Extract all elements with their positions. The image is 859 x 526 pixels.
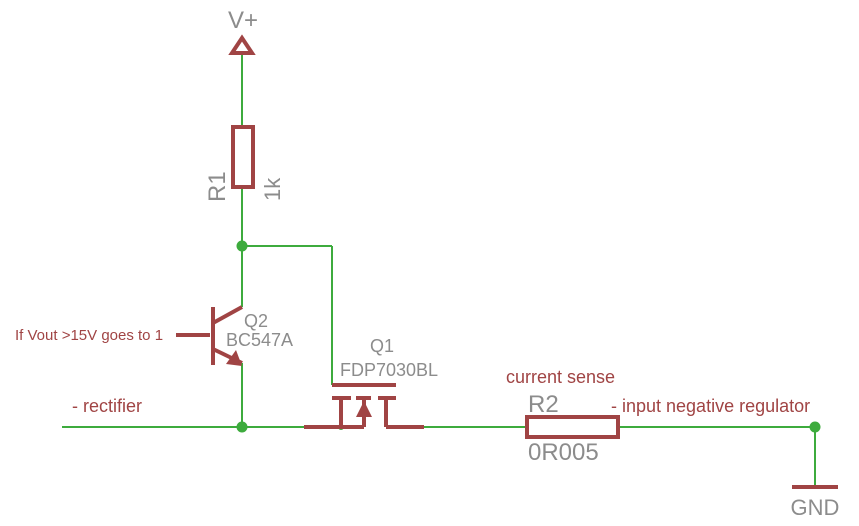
junction-dot xyxy=(236,240,248,252)
r2-note: current sense xyxy=(506,367,615,387)
q2-collector-leg xyxy=(212,305,243,325)
r2-body xyxy=(525,415,620,439)
r2-value: 0R005 xyxy=(528,439,599,466)
r1-name: R1 xyxy=(204,171,231,202)
ground-label: GND xyxy=(791,495,840,520)
net-label-rectifier: - rectifier xyxy=(72,396,142,416)
net-label-regulator: - input negative regulator xyxy=(611,396,810,416)
mosfet-q1: Q1 FDP7030BL xyxy=(304,336,438,429)
r1-body xyxy=(231,125,255,189)
q2-note: If Vout >15V goes to 1 xyxy=(15,327,163,344)
junction-dot xyxy=(236,421,248,433)
q1-value: FDP7030BL xyxy=(340,360,438,380)
ground-symbol: GND xyxy=(791,485,840,520)
q2-name: Q2 xyxy=(244,311,268,331)
q1-body-arrow-icon xyxy=(356,401,372,417)
supply-label: V+ xyxy=(228,7,258,34)
r2-name: R2 xyxy=(528,391,559,418)
q2-emitter-arrow-icon xyxy=(226,350,242,366)
wires xyxy=(62,55,816,487)
q1-name: Q1 xyxy=(370,336,394,356)
resistor-r1: R1 1k xyxy=(204,125,285,202)
supply-arrow-icon xyxy=(228,34,256,55)
transistor-q2: Q2 BC547A If Vout >15V goes to 1 xyxy=(15,305,293,366)
resistor-r2: current sense R2 0R005 xyxy=(506,367,620,466)
junction-dot xyxy=(809,421,821,433)
r1-value: 1k xyxy=(260,177,285,201)
q2-value: BC547A xyxy=(226,330,293,350)
supply-symbol: V+ xyxy=(228,7,258,55)
